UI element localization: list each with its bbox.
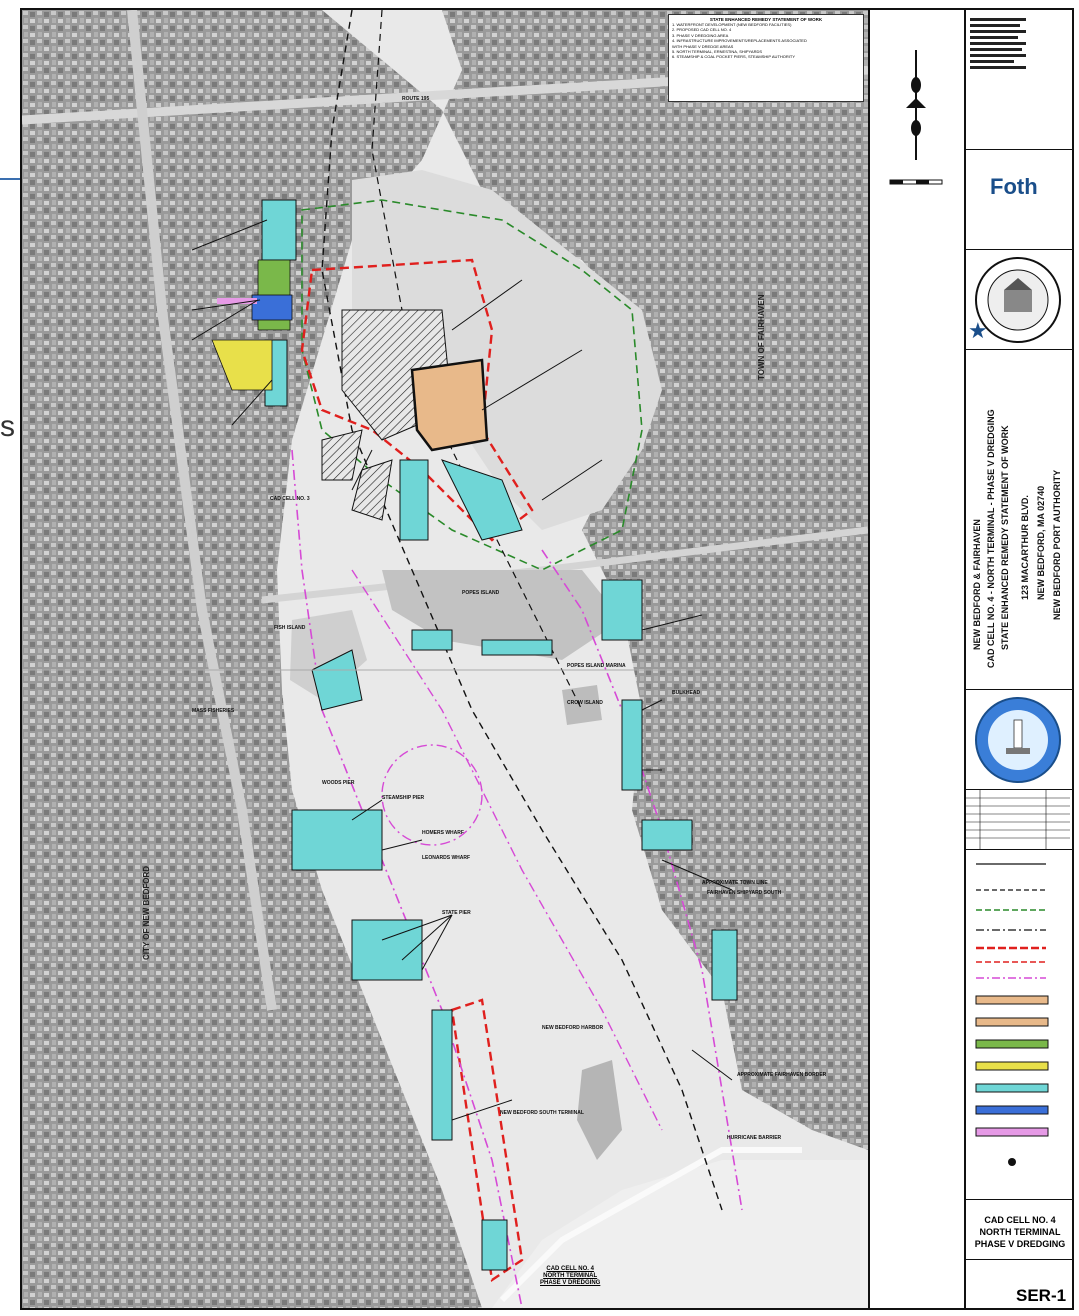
label-homers-wharf: HOMERS WHARF [422,830,464,836]
pink-area [217,298,257,304]
sheet-title: CAD CELL NO. 4 NORTH TERMINAL PHASE V DR… [970,1214,1070,1250]
label-popes-island-marina: POPES ISLAND MARINA [567,663,626,669]
notes-line: 1. WATERFRONT DEVELOPMENT (NEW BEDFORD F… [672,22,792,27]
crow-island [562,685,602,725]
label-route: ROUTE 195 [402,96,430,102]
fish-island [290,610,367,700]
notes-line: 5. NORTH TERMINAL, ERNESTINA, SHIPYARDS [672,49,763,55]
label-city-of-new-bedford: CITY OF NEW BEDFORD [142,865,151,960]
north-arrow-strip [868,10,964,1308]
legend [975,863,1049,1166]
highway-18 [127,10,277,1011]
fairhaven-north-shore [352,170,662,530]
sheet-title-line: PHASE V DREDGING [974,1239,1066,1249]
outer-bay [492,1160,868,1308]
sheet-title-line: CAD CELL NO. 4 [984,1215,1056,1225]
cad-cell-callout: CAD CELL NO. 4 NORTH TERMINAL PHASE V DR… [540,1266,600,1287]
cad-cell-3-hatched [321,429,363,481]
title-line: 123 MACARTHUR BLVD. [1020,495,1030,600]
tb-sheet-title-cell: CAD CELL NO. 4 NORTH TERMINAL PHASE V DR… [966,1200,1072,1260]
turning-basin [381,744,483,846]
tb-town-seal-cell [966,250,1072,350]
magenta-channel-center [351,569,663,1131]
tb-port-seal-cell [966,690,1072,790]
title-block: ★ Foth NEW BEDFORD & FAIRHAVEN CAD CELL … [964,10,1072,1308]
tb-project-title-cell: NEW BEDFORD & FAIRHAVEN CAD CELL NO. 4 -… [966,350,1072,690]
town-seal-icon [975,257,1061,343]
notes-line: 3. PHASE V DREDGING AREA [672,32,729,38]
port-authority-seal-icon [975,697,1061,783]
notes-box: STATE ENHANCED REMEDY STATEMENT OF WORK … [668,14,864,102]
label-approx-town-line: APPROXIMATE TOWN LINE [702,880,768,886]
sheet-number: SER-1 [1016,1286,1067,1305]
dredge-areas-cyan [261,199,738,1271]
notes-line: 6. STEAMSHIP & COAL POCKET PIERS, STEAMS… [672,54,795,60]
harbor-map [22,10,868,1308]
notes-line: 4. INFRASTRUCTURE IMPROVEMENTS/REPLACEME… [672,38,807,44]
label-new-bedford-harbor: NEW BEDFORD HARBOR [542,1025,604,1031]
title-line: NEW BEDFORD, MA 02740 [1036,485,1046,600]
revision-grid [966,790,1070,850]
tb-logo-cell: ★ Foth [966,150,1072,343]
callout-line: NORTH TERMINAL [543,1273,598,1279]
tb-stamp-text [966,10,1072,150]
label-mass-fisheries: MASS FISHERIES [192,708,235,714]
callout-line: CAD CELL NO. 4 [546,1266,594,1272]
red-boundary-south [450,998,524,1283]
foth-logo: Foth [990,174,1038,199]
label-bulkhead: BULKHEAD [672,690,701,696]
title-line: NEW BEDFORD PORT AUTHORITY [1052,469,1062,620]
title-line: CAD CELL NO. 4 - NORTH TERMINAL - PHASE … [986,409,996,668]
blue-area [251,294,293,321]
tb-revision-table [966,790,1072,850]
cad-cell-4 [410,358,489,452]
hurricane-barrier [499,1147,802,1303]
label-state-pier: STATE PIER [442,910,471,916]
label-popes-island: POPES ISLAND [462,590,500,596]
tb-legend-cell [966,850,1072,1200]
page-edge-letter: s [0,410,15,443]
hatched-area-south [351,459,393,521]
page-edge-mark [0,178,22,180]
label-crow-island: CROW ISLAND [567,700,603,706]
label-approx-fairhaven-border: APPROXIMATE FAIRHAVEN BORDER [737,1072,827,1078]
label-cad-cell-3: CAD CELL NO. 3 [270,496,310,502]
red-boundary-north [300,258,534,542]
project-title-vertical: NEW BEDFORD & FAIRHAVEN CAD CELL NO. 4 -… [970,350,1070,689]
label-new-bedford-south-terminal: NEW BEDFORD SOUTH TERMINAL [500,1110,584,1116]
label-fish-island: FISH ISLAND [274,625,306,631]
palmer-island [577,1060,622,1160]
notes-title: STATE ENHANCED REMEDY STATEMENT OF WORK [709,17,823,22]
leader-lines [191,219,733,1121]
label-steamship-pier: STEAMSHIP PIER [382,795,425,801]
label-town-of-fairhaven: TOWN OF FAIRHAVEN [757,294,766,380]
drawing-sheet: TOWN OF FAIRHAVEN CITY OF NEW BEDFORD RO… [20,8,1074,1310]
sheet-title-line: NORTH TERMINAL [979,1227,1061,1237]
callout-line: PHASE V DREDGING [540,1280,601,1286]
north-arrow-icon [889,50,943,185]
label-leonards-wharf: LEONARDS WHARF [422,855,471,861]
title-line: NEW BEDFORD & FAIRHAVEN [972,519,982,650]
label-hurricane-barrier: HURRICANE BARRIER [727,1135,782,1141]
yellow-area [211,339,273,391]
title-line: STATE ENHANCED REMEDY STATEMENT OF WORK [1000,425,1010,650]
stamp-text-block [970,18,1026,69]
notes-line: WITH PHASE V DREDGE AREAS [672,43,734,49]
tb-sheet-number-cell: SER-1 [966,1260,1072,1308]
notes-line: 2. PROPOSED CAD CELL NO. 4 [672,27,732,33]
label-fairhaven-shipyard-south: FAIRHAVEN SHIPYARD SOUTH [707,890,782,896]
green-boundary [301,199,643,571]
label-woods-pier: WOODS PIER [322,780,355,786]
